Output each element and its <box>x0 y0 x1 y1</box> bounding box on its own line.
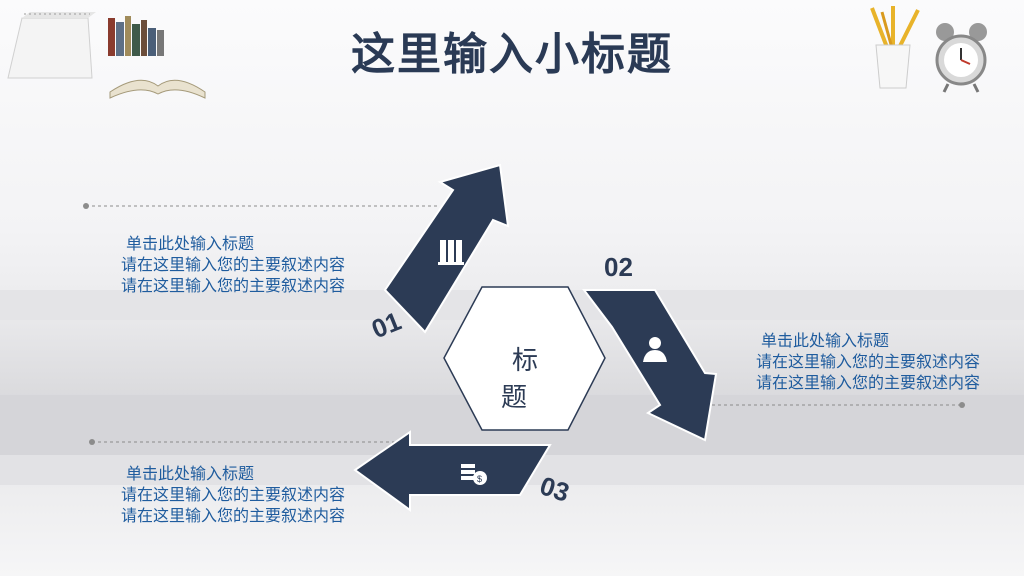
arrow-01 <box>383 163 510 334</box>
alarm-clock-icon <box>935 23 987 93</box>
text-line[interactable]: 请在这里输入您的主要叙述内容 <box>121 255 346 274</box>
user-icon <box>643 337 667 362</box>
text-line[interactable]: 请在这里输入您的主要叙述内容 <box>756 373 981 392</box>
page-title: 这里输入小标题 <box>351 29 673 80</box>
text-line[interactable]: 请在这里输入您的主要叙述内容 <box>121 506 346 525</box>
text-heading[interactable]: 单击此处输入标题 <box>126 464 255 483</box>
calendar-icon <box>7 12 96 79</box>
books-icon <box>108 16 206 99</box>
arrow-02 <box>581 289 718 442</box>
text-line[interactable]: 请在这里输入您的主要叙述内容 <box>121 276 346 295</box>
text-heading[interactable]: 单击此处输入标题 <box>761 331 890 350</box>
center-label: 标 题 <box>500 346 560 413</box>
text-block-03: 单击此处输入标题 请在这里输入您的主要叙述内容 请在这里输入您的主要叙述内容 <box>121 463 345 526</box>
text-line[interactable]: 请在这里输入您的主要叙述内容 <box>756 352 981 371</box>
text-heading[interactable]: 单击此处输入标题 <box>126 234 255 253</box>
text-block-02: 单击此处输入标题 请在这里输入您的主要叙述内容 请在这里输入您的主要叙述内容 <box>756 330 980 393</box>
arrow-03 <box>353 430 552 512</box>
pencil-cup-icon <box>870 6 920 89</box>
svg-text:$: $ <box>477 474 482 484</box>
center-hexagon <box>443 286 606 431</box>
text-block-01: 单击此处输入标题 请在这里输入您的主要叙述内容 请在这里输入您的主要叙述内容 <box>121 233 345 296</box>
text-line[interactable]: 请在这里输入您的主要叙述内容 <box>121 485 346 504</box>
server-icon <box>438 240 464 265</box>
step-number-02: 02 <box>604 252 633 282</box>
coins-icon: $ <box>461 464 487 485</box>
